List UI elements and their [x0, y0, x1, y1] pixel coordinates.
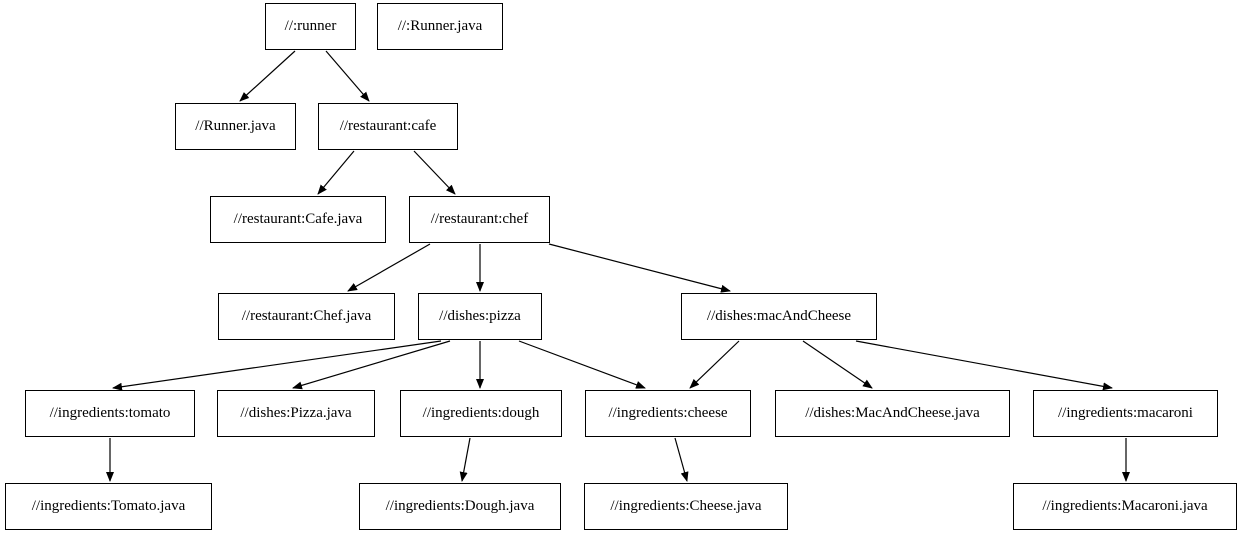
graph-node-label: //ingredients:Dough.java — [385, 498, 535, 514]
graph-node-runner[interactable]: //:runner — [265, 3, 356, 50]
graph-node-dough_java[interactable]: //ingredients:Dough.java — [359, 483, 561, 530]
graph-node-macaroni_java[interactable]: //ingredients:Macaroni.java — [1013, 483, 1237, 530]
graph-node-ing_tomato[interactable]: //ingredients:tomato — [25, 390, 195, 437]
graph-node-restaurant_cafe[interactable]: //restaurant:cafe — [318, 103, 458, 150]
graph-node-cafe_java[interactable]: //restaurant:Cafe.java — [210, 196, 386, 243]
graph-node-ing_dough[interactable]: //ingredients:dough — [400, 390, 562, 437]
graph-node-label: //dishes:MacAndCheese.java — [805, 405, 980, 421]
graph-node-chef_java[interactable]: //restaurant:Chef.java — [218, 293, 395, 340]
graph-node-label: //restaurant:Chef.java — [241, 308, 372, 324]
graph-node-label: //dishes:Pizza.java — [240, 405, 352, 421]
graph-node-ing_cheese[interactable]: //ingredients:cheese — [585, 390, 751, 437]
graph-node-cheese_java[interactable]: //ingredients:Cheese.java — [584, 483, 788, 530]
graph-node-label: //restaurant:chef — [430, 211, 529, 227]
graph-node-label: //ingredients:dough — [422, 405, 540, 421]
graph-node-pizza_java[interactable]: //dishes:Pizza.java — [217, 390, 375, 437]
graph-node-label: //ingredients:tomato — [49, 405, 171, 421]
graph-node-label: //ingredients:Macaroni.java — [1042, 498, 1208, 514]
graph-node-label: //dishes:pizza — [439, 308, 521, 324]
graph-node-label: //ingredients:Tomato.java — [31, 498, 186, 514]
graph-node-label: //dishes:macAndCheese — [706, 308, 852, 324]
graph-node-label: //restaurant:Cafe.java — [233, 211, 363, 227]
graph-node-label: //:Runner.java — [397, 18, 483, 34]
graph-node-runner_java_root[interactable]: //:Runner.java — [377, 3, 503, 50]
graph-node-label: //Runner.java — [195, 118, 276, 134]
graph-node-label: //:runner — [284, 18, 337, 34]
graph-node-tomato_java[interactable]: //ingredients:Tomato.java — [5, 483, 212, 530]
graph-node-runner_java[interactable]: //Runner.java — [175, 103, 296, 150]
graph-node-label: //restaurant:cafe — [339, 118, 437, 134]
graph-node-dishes_pizza[interactable]: //dishes:pizza — [418, 293, 542, 340]
graph-node-label: //ingredients:Cheese.java — [610, 498, 762, 514]
graph-node-label: //ingredients:cheese — [608, 405, 728, 421]
graph-node-ing_macaroni[interactable]: //ingredients:macaroni — [1033, 390, 1218, 437]
graph-node-dishes_mac[interactable]: //dishes:macAndCheese — [681, 293, 877, 340]
graph-node-label: //ingredients:macaroni — [1058, 405, 1193, 421]
graph-node-mac_java[interactable]: //dishes:MacAndCheese.java — [775, 390, 1010, 437]
graph-node-restaurant_chef[interactable]: //restaurant:chef — [409, 196, 550, 243]
